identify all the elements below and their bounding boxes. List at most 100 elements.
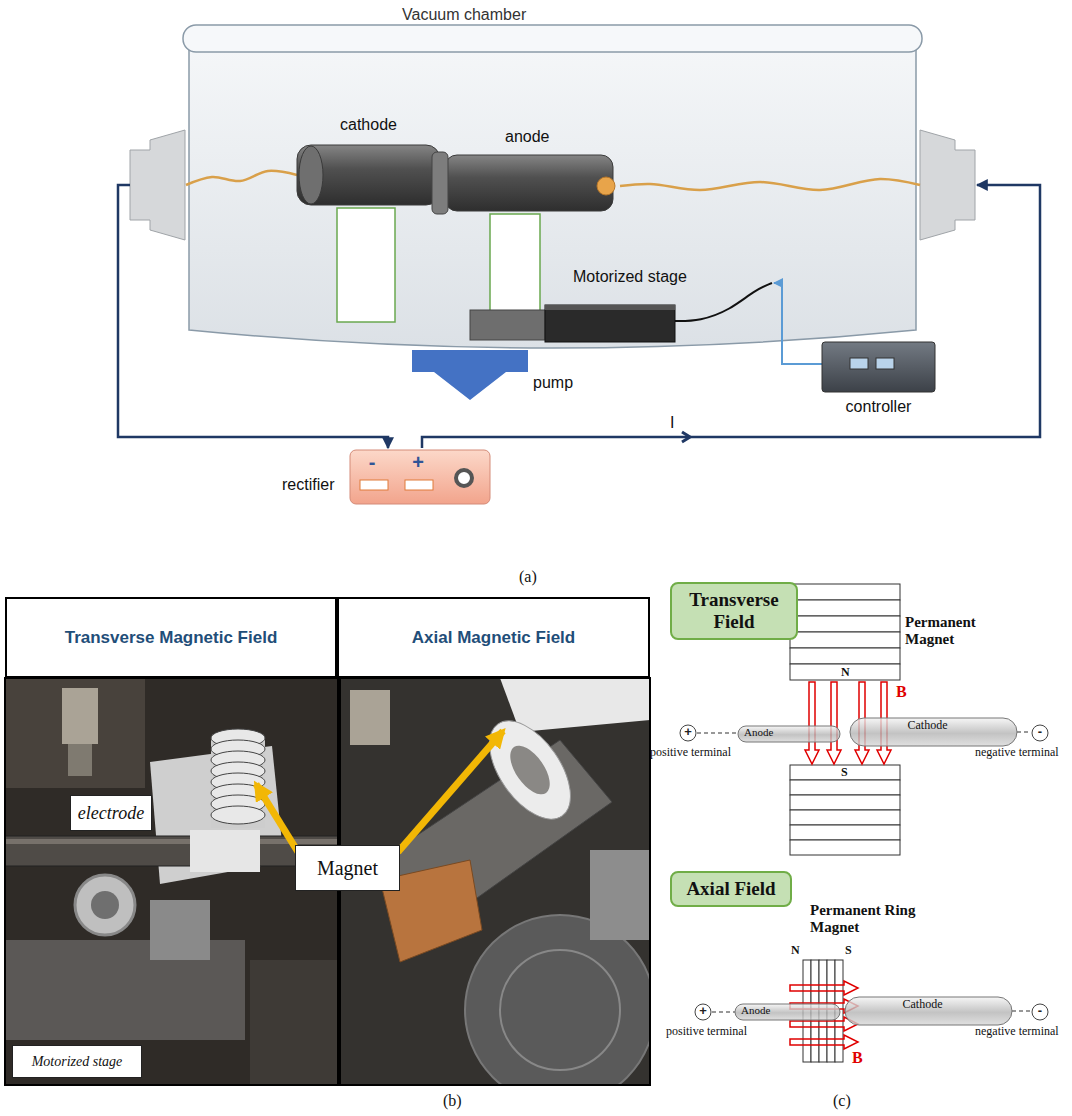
node-label: + — [694, 1003, 712, 1021]
anode-tube: Anode — [738, 726, 840, 742]
leader-arrow — [398, 731, 503, 852]
photo-axial — [473, 707, 586, 833]
rectifier-box: rectifier- + — [278, 448, 496, 506]
terminal-symbol-part — [695, 1004, 711, 1020]
terminal-lead — [1012, 1011, 1031, 1012]
node-label: Transverse Magnetic Field — [65, 628, 278, 648]
part-label: Permanent Ring Magnet — [810, 902, 930, 936]
leader-arrow — [256, 784, 298, 852]
panel-letter: (a) — [519, 568, 537, 586]
node-label: Axial Magnetic Field — [412, 628, 575, 648]
panel-letter: (b) — [443, 1092, 462, 1110]
node-label: - — [1031, 724, 1049, 742]
device-label: rectifier — [282, 476, 348, 494]
field-title-box: Transverse Field — [670, 582, 798, 640]
photo-transverse — [5, 678, 338, 1085]
terminal-symbol: + — [694, 1003, 712, 1021]
permanent-magnet — [790, 825, 900, 840]
node-label: Vacuum chamber — [402, 6, 602, 24]
node-label: Magnet — [317, 857, 378, 880]
internal-wire — [620, 179, 920, 190]
node-label: Cathode — [845, 997, 1000, 1025]
panel-letter: (c) — [833, 1092, 851, 1110]
pole-label: S — [845, 943, 852, 958]
anode-tube-part — [738, 726, 840, 742]
anode-cylinder: anode — [430, 128, 620, 216]
terminal-symbol: - — [1031, 724, 1049, 742]
support-block — [490, 214, 540, 312]
field-arrow — [790, 1035, 858, 1049]
cathode-cylinder-part — [297, 145, 440, 205]
rectifier-box-part — [360, 480, 388, 490]
permanent-magnet — [790, 584, 900, 600]
controller-box-part — [876, 358, 894, 369]
pole-label: S — [841, 765, 848, 780]
terminal-lead — [1017, 732, 1031, 733]
node-label: Motorized stage — [573, 268, 692, 286]
internal-wire — [186, 171, 297, 185]
panel-header: Axial Magnetic Field — [337, 597, 650, 678]
part-label: Permanent Magnet — [905, 614, 1000, 648]
pole-label: N — [841, 665, 850, 680]
field-label: B — [896, 683, 907, 701]
node-label: Cathode — [850, 718, 1005, 746]
vacuum-chamber-body — [183, 25, 922, 348]
control-line — [774, 283, 822, 364]
terminal-sign: + — [409, 451, 427, 474]
controller-box-part — [822, 342, 935, 392]
motorized-stage-part — [545, 305, 675, 342]
permanent-magnet — [790, 840, 900, 855]
permanent-magnet — [790, 765, 900, 780]
photo-axial — [500, 950, 620, 1070]
cathode-tube: Cathode — [850, 718, 1017, 746]
photo-axial — [590, 850, 650, 940]
terminal-symbol: + — [679, 724, 697, 742]
leader-arrow — [256, 731, 503, 852]
terminal-label: negative terminal — [975, 1024, 1059, 1039]
field-arrow — [790, 981, 858, 995]
terminal-lead — [697, 733, 738, 734]
pump-arrow — [412, 350, 528, 400]
photo-frame — [5, 678, 650, 1085]
rectifier-box-part — [405, 480, 433, 490]
control-cable — [675, 283, 822, 364]
supply-wire — [118, 171, 388, 448]
node-label: electrode — [78, 803, 144, 824]
cathode-cylinder: cathode — [295, 116, 445, 208]
terminal-sign: - — [364, 451, 380, 474]
cathode-tube-part — [850, 718, 1017, 746]
node-label: Motorized stage — [32, 1054, 123, 1070]
vacuum-chamber: Vacuum chamber cathode anodeMotorized stag… — [185, 5, 920, 355]
node-label: anode — [505, 128, 605, 146]
photo-frame — [5, 678, 338, 1085]
cathode-cylinder-part — [299, 146, 323, 204]
supply-wire — [118, 185, 388, 448]
feedthrough — [130, 130, 975, 240]
supply-wire — [422, 185, 1040, 448]
feedthrough — [130, 130, 185, 240]
controller-box: controller — [822, 342, 937, 420]
permanent-magnet — [790, 600, 900, 616]
node-label: controller — [822, 398, 935, 416]
anode-cylinder-part — [597, 177, 615, 195]
photo-transverse — [5, 678, 145, 788]
photo-axial — [465, 915, 650, 1085]
cathode-tube-part — [845, 997, 1012, 1025]
support-block — [337, 208, 540, 322]
field-label: B — [852, 1049, 863, 1067]
terminal-lead — [712, 1011, 735, 1012]
node-label: Anode — [744, 726, 773, 742]
permanent-magnet — [790, 795, 900, 810]
photo-transverse — [5, 678, 338, 1085]
field-title-box: Axial Field — [670, 871, 792, 907]
terminal-label: negative terminal — [975, 745, 1059, 760]
terminal-symbol-part — [680, 725, 696, 741]
terminal-lead — [697, 732, 738, 733]
motorized-stage-part — [545, 305, 675, 310]
photo-callout: Magnet — [295, 845, 400, 891]
current-label: I — [670, 414, 674, 432]
photo-transverse — [150, 900, 210, 960]
photo-transverse — [211, 806, 265, 824]
permanent-magnet — [790, 632, 900, 648]
feedthrough — [920, 130, 975, 240]
